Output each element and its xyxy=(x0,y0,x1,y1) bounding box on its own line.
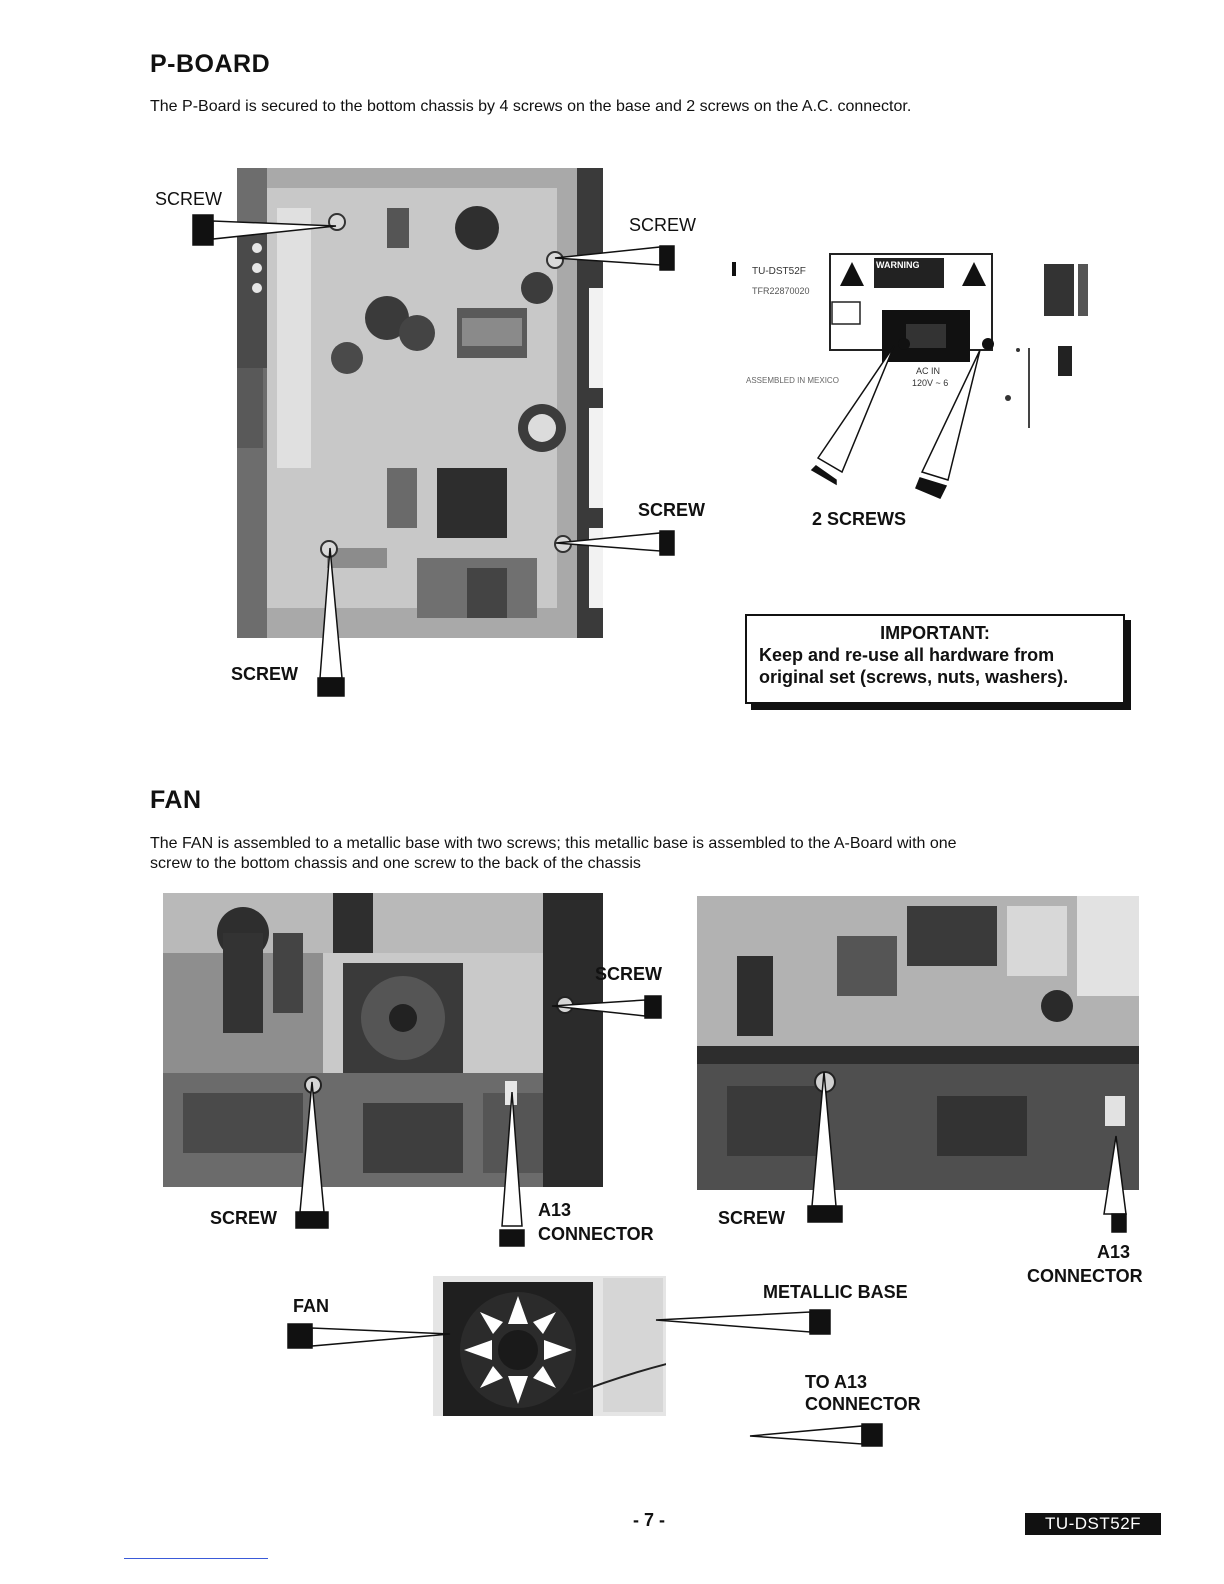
arrow-tail-fan-screw-top xyxy=(644,995,662,1019)
label-to-a13-line-2: CONNECTOR xyxy=(805,1394,921,1414)
arrow-tail-a13-left xyxy=(499,1229,525,1247)
fan-photo-left-graphic xyxy=(163,893,603,1187)
fan-title: FAN xyxy=(150,786,202,814)
arrow-to-a13 xyxy=(749,1425,863,1445)
rear-panel-graphic xyxy=(728,228,1106,428)
important-notice: IMPORTANT: Keep and re-use all hardware … xyxy=(745,614,1125,704)
fan-photo-right-graphic xyxy=(697,896,1139,1190)
rear-panel-image: TU-DST52F TFR22870020 WARNING AC IN 120V… xyxy=(728,228,1106,428)
fan-assembly-photo xyxy=(433,1274,666,1424)
arrow-tail-mid-right xyxy=(659,530,675,556)
label-screw-bottom: SCREW xyxy=(231,664,298,684)
fan-photo-left xyxy=(163,893,603,1187)
label-screw-mid-right: SCREW xyxy=(638,500,705,520)
label-fan: FAN xyxy=(293,1296,329,1316)
arrow-tail-fan-screw-left xyxy=(295,1211,329,1229)
arrow-tail-two-screws-2 xyxy=(915,477,948,499)
label-fan-screw-right: SCREW xyxy=(718,1208,785,1228)
label-two-screws: 2 SCREWS xyxy=(812,509,907,529)
arrow-tail-a13-right xyxy=(1111,1213,1127,1233)
page-number: - 7 - xyxy=(633,1510,666,1530)
arrow-tail-fan xyxy=(287,1323,313,1349)
arrow-metallic-base xyxy=(655,1311,811,1333)
arrow-tail-top-right xyxy=(659,245,675,271)
label-metallic-base: METALLIC BASE xyxy=(763,1282,908,1302)
label-a13-left-line-1: A13 xyxy=(538,1200,572,1220)
arrow-tail-to-a13 xyxy=(861,1423,883,1447)
fan-photo-right xyxy=(697,896,1139,1190)
pboard-photo xyxy=(237,168,603,638)
arrow-tail-fan-screw-right xyxy=(807,1205,843,1223)
arrow-tail-bottom xyxy=(317,677,345,697)
rear-acin-text: AC IN xyxy=(916,366,941,376)
fan-description-line-1: The FAN is assembled to a metallic base … xyxy=(150,835,957,852)
pboard-title: P-BOARD xyxy=(150,50,271,78)
rear-part-text: TFR22870020 xyxy=(752,286,810,296)
fan-description-line-2: screw to the bottom chassis and one scre… xyxy=(150,855,641,872)
model-tag: TU-DST52F xyxy=(1025,1513,1161,1535)
footer-link-underline xyxy=(124,1558,268,1559)
important-heading: IMPORTANT: xyxy=(880,623,990,643)
rear-model-text: TU-DST52F xyxy=(752,266,806,277)
label-screw-top-right: SCREW xyxy=(629,215,696,235)
rear-assembled-text: ASSEMBLED IN MEXICO xyxy=(746,376,839,385)
arrow-tail-metallic-base xyxy=(809,1309,831,1335)
label-a13-right-line-2: CONNECTOR xyxy=(1027,1266,1143,1286)
important-line-1: Keep and re-use all hardware from xyxy=(759,645,1055,665)
rear-warning-text: WARNING xyxy=(876,260,920,270)
label-to-a13-line-1: TO A13 xyxy=(805,1372,868,1392)
label-fan-screw-left-top: SCREW xyxy=(595,964,662,984)
arrow-tail-two-screws-1 xyxy=(810,465,837,486)
arrow-tail-top-left xyxy=(192,214,214,246)
pboard-photo-graphic xyxy=(237,168,603,638)
label-a13-right-line-1: A13 xyxy=(1097,1242,1131,1262)
fan-assembly-graphic xyxy=(433,1274,666,1424)
pboard-description: The P-Board is secured to the bottom cha… xyxy=(150,98,912,115)
label-a13-left-line-2: CONNECTOR xyxy=(538,1224,654,1244)
label-screw-top-left: SCREW xyxy=(155,189,222,209)
arrow-fan xyxy=(311,1327,451,1347)
rear-voltage-text: 120V ~ 6 xyxy=(912,378,949,388)
label-fan-screw-left-bottom: SCREW xyxy=(210,1208,277,1228)
important-line-2: original set (screws, nuts, washers). xyxy=(759,667,1069,687)
